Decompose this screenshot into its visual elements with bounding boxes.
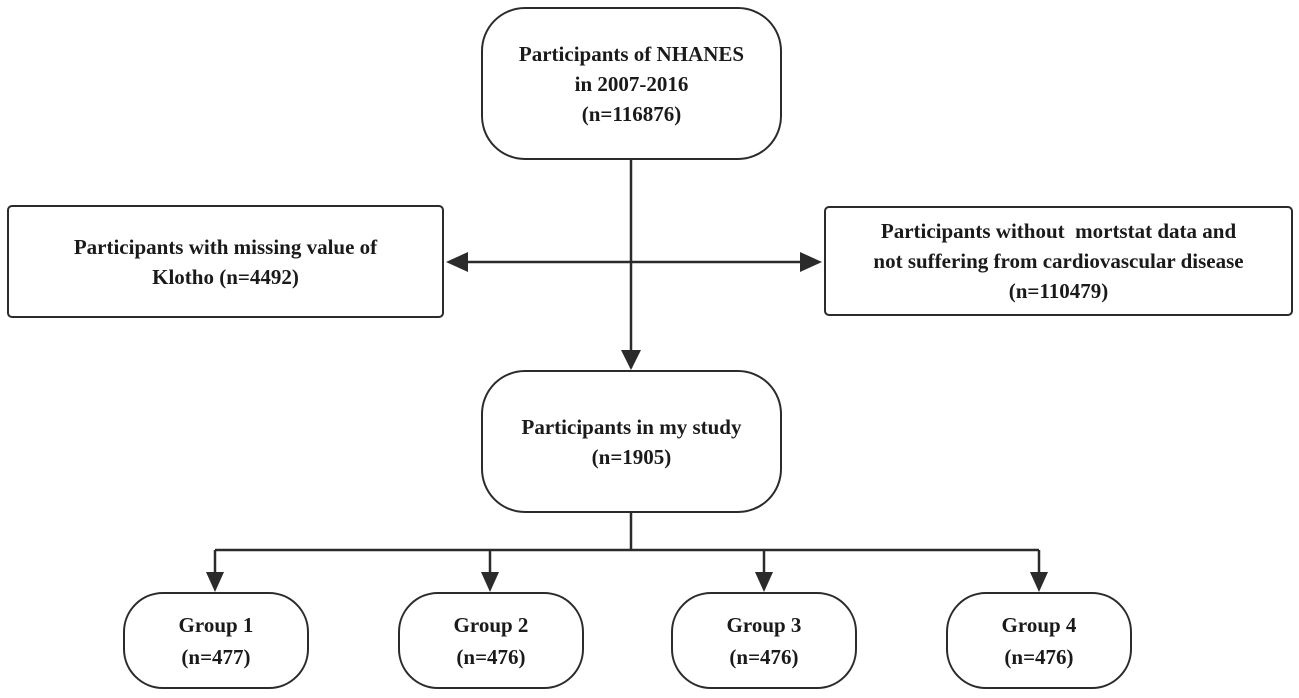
node-excluded-right-count: (n=110479) xyxy=(1008,279,1109,303)
arrowhead-right xyxy=(800,252,822,272)
node-study-line-1: Participants in my study xyxy=(521,414,742,439)
node-group-2: Group 2 (n=476) xyxy=(398,592,584,689)
arrowhead-study xyxy=(621,350,641,370)
node-nhanes-line-2: in 2007-2016 xyxy=(574,71,689,96)
node-excluded-missing-klotho: Participants with missing value of Kloth… xyxy=(7,205,444,318)
group-2-label: Group 2 xyxy=(453,612,529,637)
arrowhead-group-1 xyxy=(206,572,224,592)
group-4-count: (n=476) xyxy=(1004,644,1074,669)
group-3-count: (n=476) xyxy=(729,644,799,669)
node-excluded-left-line-1: Participants with missing value of xyxy=(73,234,378,259)
arrowhead-group-4 xyxy=(1030,572,1048,592)
group-1-label: Group 1 xyxy=(178,612,254,637)
node-excluded-right-line-2: not suffering from cardiovascular diseas… xyxy=(873,249,1244,273)
node-excluded-right-line-1: Participants without mortstat data and xyxy=(880,219,1237,243)
node-excluded-no-mortstat: Participants without mortstat data and n… xyxy=(824,206,1293,316)
node-group-1: Group 1 (n=477) xyxy=(123,592,309,689)
node-study-participants: Participants in my study (n=1905) xyxy=(481,370,782,513)
arrowhead-group-2 xyxy=(481,572,499,592)
node-group-3: Group 3 (n=476) xyxy=(671,592,857,689)
group-1-count: (n=477) xyxy=(181,644,251,669)
arrowhead-left xyxy=(446,252,468,272)
node-group-4: Group 4 (n=476) xyxy=(946,592,1132,689)
node-nhanes-count: (n=116876) xyxy=(581,101,682,126)
node-nhanes-participants: Participants of NHANES in 2007-2016 (n=1… xyxy=(481,7,782,160)
node-excluded-left-line-2: Klotho (n=4492) xyxy=(152,264,299,289)
group-3-label: Group 3 xyxy=(726,612,802,637)
group-4-label: Group 4 xyxy=(1001,612,1077,637)
node-study-count: (n=1905) xyxy=(591,444,672,469)
arrowhead-group-3 xyxy=(755,572,773,592)
group-2-count: (n=476) xyxy=(456,644,526,669)
node-nhanes-line-1: Participants of NHANES xyxy=(518,41,745,66)
